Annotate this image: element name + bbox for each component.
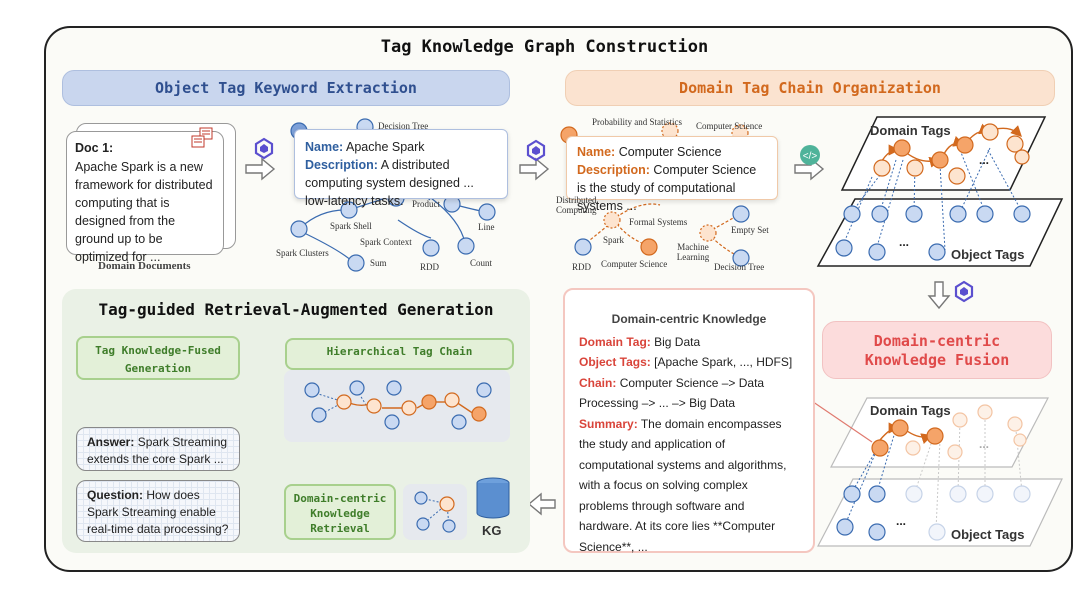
cs-desc-label: Description: [577, 163, 650, 177]
database-icon [474, 476, 512, 527]
fused-generation-box: Tag Knowledge-Fused Generation [76, 336, 240, 380]
cs-desc-value: Computer Science is the study of computa… [577, 163, 757, 213]
domain-tag-chain-header: Domain Tag Chain Organization [565, 70, 1055, 106]
fusion-line-1: Domain-centric [873, 332, 1001, 350]
node-label: Sum [370, 258, 387, 268]
doc-caption: Domain Documents [98, 260, 191, 272]
chain-label: Chain: [579, 375, 617, 390]
domain-tag-value: Big Data [654, 334, 701, 349]
tag-layers-top [816, 116, 1064, 267]
node-label: RDD [420, 262, 440, 272]
node-label: Probability and Statistics [592, 117, 682, 127]
tag-layers-bottom [817, 397, 1063, 547]
object-tag-extraction-header: Object Tag Keyword Extraction [62, 70, 510, 106]
node-label: Line [478, 222, 495, 232]
domain-tags-label: Domain Tags [870, 403, 951, 418]
answer-label: Answer: [87, 435, 135, 449]
kg-label: KG [482, 523, 502, 538]
node-label: Distributed Computing [556, 195, 597, 215]
retrieval-line-2: Knowledge [310, 507, 370, 520]
object-tags-label: Object Tags [951, 527, 1025, 542]
node-label: Computer Science [601, 259, 668, 269]
summary-value: The domain encompasses the study and app… [579, 416, 787, 554]
knowledge-title: Domain-centric Knowledge [611, 312, 767, 326]
spark-desc-value: A distributed computing system designed … [305, 158, 474, 208]
fused-gen-line-2: Generation [124, 362, 192, 375]
node-label: Decision Tree [714, 262, 765, 272]
knowledge-fusion-header: Domain-centric Knowledge Fusion [822, 321, 1052, 379]
node-label: Machine Learning [676, 242, 710, 262]
rag-title: Tag-guided Retrieval-Augmented Generatio… [98, 300, 494, 319]
page-title: Tag Knowledge Graph Construction [380, 37, 709, 57]
object-tags-label: Object Tags [951, 247, 1025, 262]
domain-tag-label: Domain Tag: [579, 334, 651, 349]
node-label: Empty Set [731, 225, 769, 235]
spark-desc-label: Description: [305, 158, 378, 172]
doc-text: Apache Spark is a new framework for dist… [75, 160, 213, 264]
node-label: Spark Shell [330, 221, 372, 231]
retrieved-subgraph [403, 484, 467, 540]
spark-name-label: Name: [305, 140, 344, 154]
doc-title: Doc 1: [75, 141, 114, 155]
ellipsis: ... [896, 514, 907, 528]
ellipsis: ... [979, 153, 990, 167]
spark-card: Name: Apache Spark Description: A distri… [294, 129, 508, 208]
object-tags-field-label: Object Tags: [579, 355, 651, 369]
summary-label: Summary: [579, 416, 638, 431]
ellipsis: ... [979, 437, 990, 451]
chain-integration-graph [284, 370, 510, 442]
node-label: Formal Systems [629, 217, 688, 227]
node-label: Decision Tree [378, 121, 429, 131]
document-card: Doc 1: Apache Spark is a new framework f… [66, 131, 224, 264]
hierarchical-chain-box: Hierarchical Tag Chain Integration [285, 338, 514, 382]
node-label: Spark Context [360, 237, 412, 247]
node-label: Spark [603, 235, 624, 245]
retrieval-line-3: Retrieval [310, 522, 370, 535]
question-box[interactable]: Question: How does Spark Streaming enabl… [76, 480, 240, 542]
fused-gen-line-1: Tag Knowledge-Fused [95, 344, 221, 357]
fusion-line-2: Knowledge Fusion [864, 351, 1010, 369]
object-tags-value: [Apache Spark, ..., HDFS] [654, 355, 793, 369]
node-label: Spark Clusters [276, 248, 329, 258]
node-label: Count [470, 258, 493, 268]
ellipsis: ... [899, 235, 910, 249]
knowledge-retrieval-box: Domain-centric Knowledge Retrieval [284, 484, 396, 540]
chain-value: Computer Science –> Data Processing –> .… [579, 375, 765, 411]
question-value: How does Spark Streaming enable real-tim… [87, 488, 229, 536]
node-label: Computer Science [696, 121, 763, 131]
domain-tags-label: Domain Tags [870, 123, 951, 138]
cs-name-value: Computer Science [618, 145, 722, 159]
cs-name-label: Name: [577, 145, 616, 159]
svg-text:</>: </> [803, 151, 818, 162]
cs-card: Name: Computer Science Description: Comp… [566, 136, 778, 213]
node-label: RDD [572, 262, 592, 272]
domain-knowledge-card: Domain-centric Knowledge Domain Tag: Big… [563, 288, 815, 554]
retrieval-line-1: Domain-centric [293, 492, 387, 505]
answer-value: Spark Streaming extends the core Spark .… [87, 435, 228, 466]
spark-name-value: Apache Spark [346, 140, 425, 154]
answer-box: Answer: Spark Streaming extends the core… [76, 427, 240, 471]
node-label: Product [412, 199, 440, 209]
question-label: Question: [87, 488, 143, 502]
document-icon [190, 127, 218, 154]
